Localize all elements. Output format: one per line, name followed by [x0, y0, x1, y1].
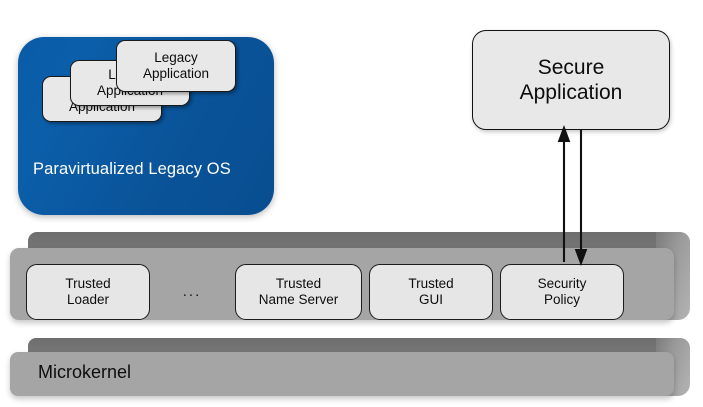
trusted-service-label-trusted-gui: Trusted GUI: [408, 276, 454, 307]
trusted-services-ellipsis: ...: [182, 283, 202, 300]
microkernel-slab: Microkernel: [10, 338, 690, 400]
legacy-application-card-3[interactable]: Legacy Application: [116, 40, 236, 92]
trusted-service-label-trusted-name-server: Trusted Name Server: [258, 276, 339, 307]
trusted-service-box-trusted-gui[interactable]: Trusted GUI: [369, 264, 493, 320]
slab-3d-top-face: [28, 232, 688, 252]
microkernel-front-face: [10, 352, 674, 396]
microkernel-3d-top-face: [28, 338, 688, 356]
legacy-application-label-3: Legacy Application: [142, 50, 210, 81]
secure-application-box[interactable]: Secure Application: [472, 30, 670, 130]
paravirtualized-legacy-os-label: Paravirtualized Legacy OS: [33, 160, 231, 178]
trusted-service-label-security-policy: Security Policy: [537, 276, 587, 307]
trusted-service-box-trusted-loader[interactable]: Trusted Loader: [26, 264, 150, 320]
trusted-service-box-trusted-name-server[interactable]: Trusted Name Server: [235, 264, 362, 320]
microkernel-label: Microkernel: [38, 362, 132, 382]
trusted-service-label-trusted-loader: Trusted Loader: [65, 276, 111, 307]
trusted-service-box-security-policy[interactable]: Security Policy: [500, 264, 624, 320]
secure-application-label: Secure Application: [519, 55, 623, 104]
